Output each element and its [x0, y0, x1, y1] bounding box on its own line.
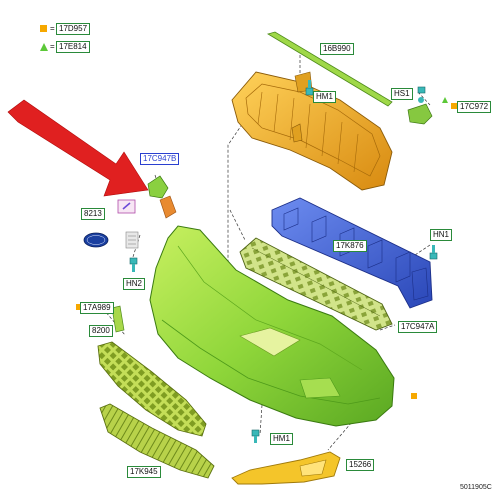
diagram-code: 5011905C [460, 484, 492, 491]
orange-square-marker-2 [76, 304, 82, 310]
bracket-17c947b [147, 175, 169, 199]
red-pointer-arrow [7, 99, 149, 197]
label-8200: 8200 [89, 325, 113, 337]
label-hm1-top: HM1 [313, 91, 336, 103]
label-17k945: 17K945 [127, 466, 161, 478]
label-hn1: HN1 [430, 229, 453, 241]
legend-eq-1: = [50, 24, 55, 33]
upper-reinforcement-part [231, 71, 393, 191]
label-8213: 8213 [81, 208, 105, 220]
label-hm1-bottom: HM1 [270, 433, 293, 445]
label-17c972: 17C972 [457, 101, 492, 113]
orange-square-marker-3 [451, 103, 457, 109]
badge-mount-part [125, 231, 139, 249]
clip-hn1 [429, 245, 438, 260]
label-17a989: 17A989 [80, 302, 114, 314]
label-17k876: 17K876 [333, 240, 367, 252]
label-17c947b: 17C947B [140, 153, 180, 165]
energy-absorber-part [271, 197, 433, 309]
legend-eq-2: = [50, 42, 55, 51]
bracket-17c972 [407, 97, 448, 125]
fastener-hm1-bottom [251, 429, 260, 443]
legend-code-17d957: 17D957 [56, 23, 91, 35]
fastener-hs1 [417, 86, 426, 103]
legend-square-icon [40, 25, 47, 32]
ford-oval-emblem [83, 232, 109, 248]
label-15266: 15266 [346, 459, 375, 471]
trim-17a989 [111, 305, 125, 333]
legend-code-17e814: 17E814 [56, 41, 90, 53]
clip-hn2 [129, 257, 138, 272]
fog-lamp-bezel-part [231, 451, 341, 485]
legend-triangle-icon [40, 43, 48, 51]
badge-bracket [117, 199, 136, 214]
lower-absorber-part [239, 237, 393, 331]
trim-strip-part [267, 31, 393, 107]
label-17c947a: 17C947A [398, 321, 438, 333]
upper-grille-part [97, 341, 207, 437]
bumper-cover-part [149, 195, 395, 427]
lower-grille-part [99, 403, 215, 479]
label-16b990: 16B990 [320, 43, 354, 55]
label-hn2: HN2 [123, 278, 146, 290]
label-hs1: HS1 [391, 88, 413, 100]
orange-square-marker [411, 393, 417, 399]
